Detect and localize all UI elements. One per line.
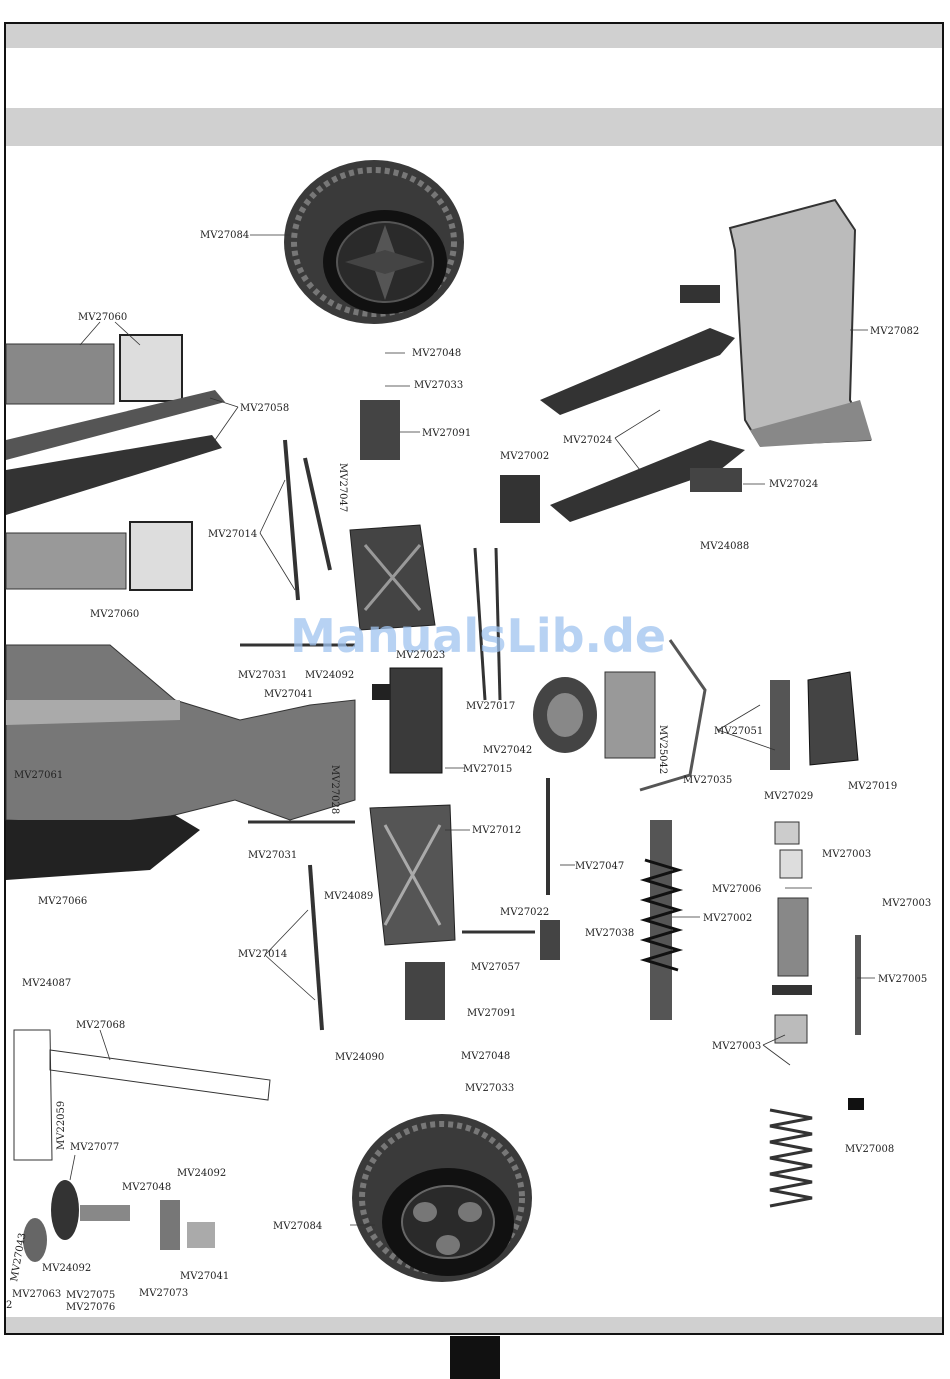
header-band-middle — [6, 108, 942, 146]
part-label: MV27048 — [122, 1182, 171, 1193]
part-label: MV27075 — [66, 1290, 115, 1301]
part-label: MV27047 — [575, 861, 624, 872]
part-label: MV27084 — [273, 1221, 322, 1232]
rear-wing-illustration — [728, 198, 872, 447]
leader-lines — [69, 234, 875, 1226]
part-label: MV27091 — [467, 1008, 516, 1019]
hinge-pins — [240, 547, 535, 934]
differential — [533, 671, 656, 759]
shock-absorber-center — [639, 820, 684, 1020]
part-label: MV27060 — [90, 609, 139, 620]
part-label: MV27028 — [329, 765, 340, 814]
part-label: MV27048 — [412, 348, 461, 359]
transmission-gear-assembly — [13, 1029, 271, 1262]
part-label: MV24089 — [324, 891, 373, 902]
part-label: MV24090 — [335, 1052, 384, 1063]
main-chassis-plate — [5, 644, 356, 880]
part-label: MV27091 — [422, 428, 471, 439]
wing-mount-arms — [540, 285, 745, 522]
front-a-arm-lower — [369, 804, 456, 946]
part-label: MV27003 — [712, 1041, 761, 1052]
anti-roll-bar — [639, 639, 707, 792]
part-label: MV27033 — [465, 1083, 514, 1094]
part-label: MV27077 — [70, 1142, 119, 1153]
part-label: MV27076 — [66, 1302, 115, 1313]
part-label: MV27017 — [466, 701, 515, 712]
part-label: MV24092 — [177, 1168, 226, 1179]
part-label: MV27082 — [870, 326, 919, 337]
gearbox-housing — [372, 667, 443, 774]
part-label: MV27005 — [878, 974, 927, 985]
part-label: MV27002 — [500, 451, 549, 462]
part-label: MV27022 — [500, 907, 549, 918]
part-label: MV27003 — [882, 898, 931, 909]
steering-knuckles — [360, 400, 560, 1020]
part-label: MV27042 — [483, 745, 532, 756]
part-label: MV24087 — [22, 978, 71, 989]
driveshafts — [283, 439, 550, 1031]
page-tab-marker — [450, 1336, 500, 1379]
bottom-wheel-illustration — [352, 1114, 532, 1282]
part-label: MV27003 — [822, 849, 871, 860]
part-label: MV27073 — [139, 1288, 188, 1299]
part-label: MV27060 — [78, 312, 127, 323]
part-label: MV27006 — [712, 884, 761, 895]
part-label: MV27041 — [180, 1271, 229, 1282]
front-a-arm-upper — [349, 524, 436, 631]
part-label: MV24092 — [305, 670, 354, 681]
part-label: MV27008 — [845, 1144, 894, 1155]
part-label: MV27014 — [238, 949, 287, 960]
watermark-text: ManualsLib.de — [290, 609, 666, 663]
part-label: MV27035 — [683, 775, 732, 786]
part-label: MV27029 — [764, 791, 813, 802]
top-wheel-illustration — [284, 160, 464, 324]
part-label: MV27002 — [703, 913, 752, 924]
part-label: MV27015 — [463, 764, 512, 775]
part-label: MV27038 — [585, 928, 634, 939]
part-label: MV27057 — [471, 962, 520, 973]
part-labels: MV27084 MV27060 MV27058 MV27048 MV27033 … — [6, 230, 931, 1313]
part-label: MV22059 — [56, 1101, 67, 1150]
part-label: MV27041 — [264, 689, 313, 700]
part-label: MV27024 — [769, 479, 818, 490]
left-battery-straps — [6, 390, 225, 515]
part-label: MV27031 — [248, 850, 297, 861]
part-label: MV27084 — [200, 230, 249, 241]
part-label: MV27047 — [337, 463, 348, 512]
part-label: MV27033 — [414, 380, 463, 391]
footer-band — [6, 1317, 942, 1333]
part-label: MV24088 — [700, 541, 749, 552]
part-label: MV27061 — [14, 770, 63, 781]
part-label: MV27014 — [208, 529, 257, 540]
rear-bulkhead — [770, 671, 859, 770]
part-label: MV27031 — [238, 670, 287, 681]
part-label: MV27066 — [38, 896, 87, 907]
part-label: MV27023 — [396, 650, 445, 661]
part-label: MV25042 — [657, 725, 668, 774]
part-label: MV27051 — [714, 726, 763, 737]
left-battery-packs — [5, 334, 193, 591]
part-label: MV27063 — [12, 1289, 61, 1300]
part-label: MV27048 — [461, 1051, 510, 1062]
shock-absorber-exploded — [769, 821, 864, 1208]
part-label: MV27058 — [240, 403, 289, 414]
part-label: MV24092 — [42, 1263, 91, 1274]
part-label: MV27019 — [848, 781, 897, 792]
part-label: MV27068 — [76, 1020, 125, 1031]
page-number-fragment: 2 — [6, 1300, 12, 1311]
header-band-top — [6, 24, 942, 48]
part-label: MV27024 — [563, 435, 612, 446]
part-label: MV27043 — [9, 1232, 28, 1282]
part-label: MV27012 — [472, 825, 521, 836]
